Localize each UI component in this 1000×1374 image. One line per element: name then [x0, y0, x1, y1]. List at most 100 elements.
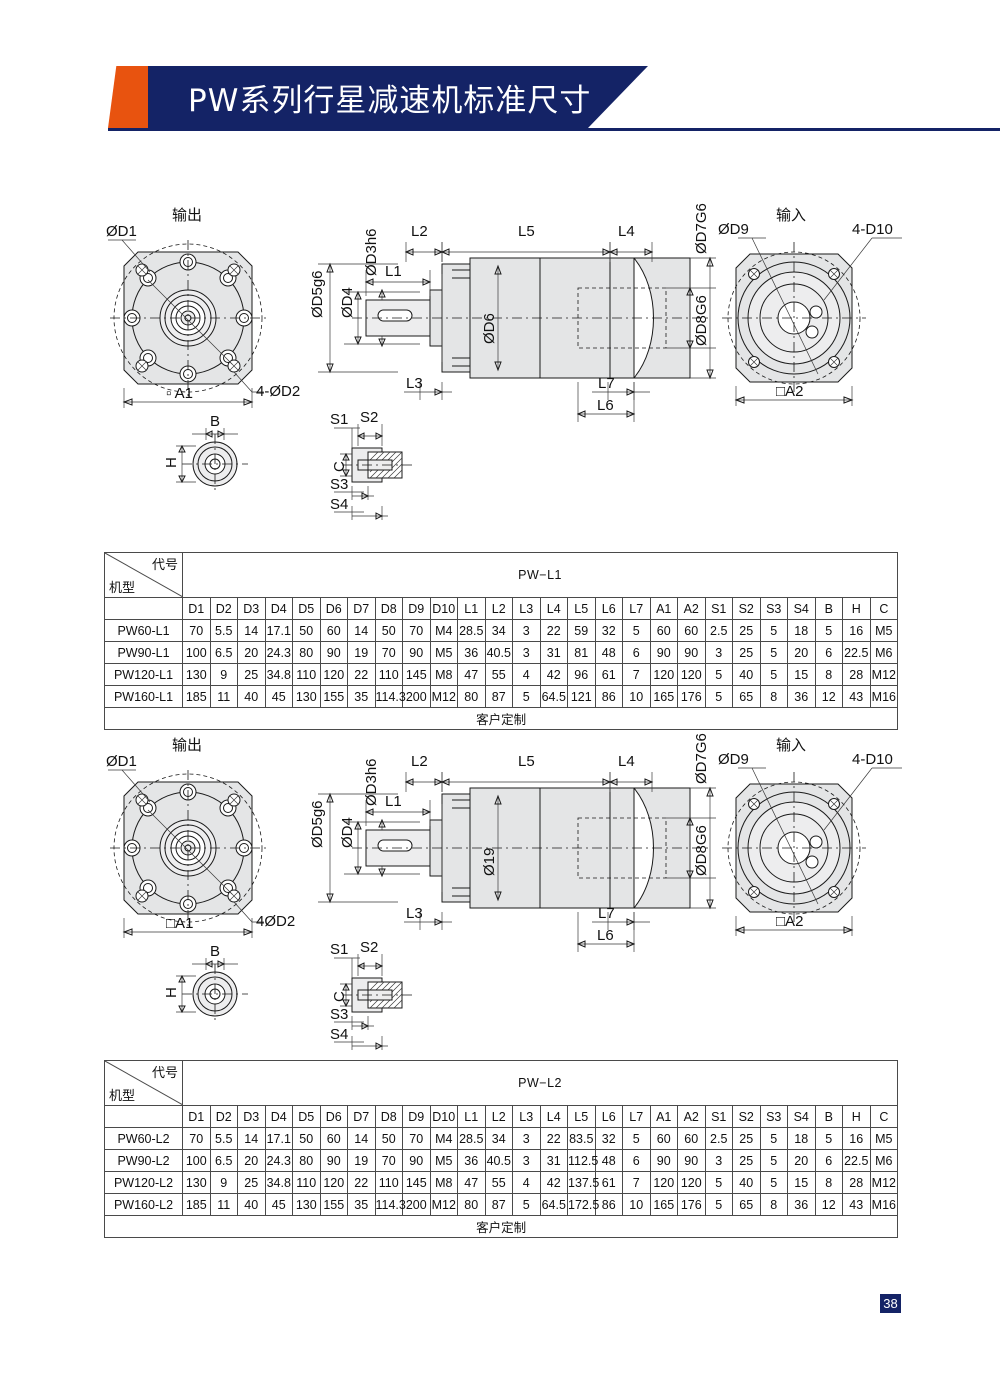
label-h: H [163, 987, 180, 998]
custom-made-note: 客户定制 [103, 1215, 899, 1238]
dimension-value: 130 [182, 1171, 211, 1194]
label-od6: ØD6 [481, 313, 498, 344]
dimension-value: 40 [732, 663, 761, 686]
label-od3h6: ØD3h6 [363, 758, 380, 806]
dimension-value: M16 [869, 1193, 899, 1216]
dimension-value: M5 [429, 641, 458, 664]
dimension-value: 64.5 [539, 685, 568, 708]
dimension-value: 155 [319, 1193, 348, 1216]
label-l2: L2 [411, 223, 428, 240]
dimension-value: 80 [292, 641, 321, 664]
dimension-value: 120 [677, 663, 706, 686]
dimension-value: 165 [649, 1193, 678, 1216]
dimension-value: 6 [622, 641, 651, 664]
header-banner: PW系列行星减速机标准尺寸 [148, 66, 648, 128]
dimension-value: 5 [759, 1149, 788, 1172]
label-od8g6: ØD8G6 [693, 295, 710, 346]
column-header: D3 [237, 597, 266, 620]
column-header: D7 [347, 1105, 376, 1128]
dimension-value: 14 [347, 1127, 376, 1150]
label-4-od2: 4-ØD2 [256, 383, 300, 400]
dimension-value: 6 [622, 1149, 651, 1172]
label-4-d10: 4-D10 [852, 221, 893, 238]
dimension-value: M6 [869, 641, 899, 664]
dimension-value: 70 [374, 641, 403, 664]
dimension-value: 6 [814, 641, 843, 664]
output-label: 输出 [172, 206, 202, 224]
column-header: L2 [484, 597, 513, 620]
column-header: B [814, 597, 843, 620]
dimension-value: 5 [759, 619, 788, 642]
column-header: D3 [237, 1105, 266, 1128]
dimension-value: 34 [484, 1127, 513, 1150]
column-header: C [869, 597, 899, 620]
column-header: C [869, 1105, 899, 1128]
column-header: D2 [209, 1105, 238, 1128]
label-s3: S3 [330, 476, 348, 493]
dimension-value: 5 [759, 1171, 788, 1194]
corner-label-model: 机型 [109, 581, 136, 596]
dimension-value: 25 [732, 619, 761, 642]
dimension-value: 60 [677, 619, 706, 642]
dimension-value: 22.5 [842, 641, 871, 664]
column-header: A2 [677, 1105, 706, 1128]
dimension-value: 19 [347, 1149, 376, 1172]
dimension-value: 40 [237, 1193, 266, 1216]
corner-label-code: 代号 [151, 558, 178, 573]
dimension-value: 114.3 [374, 1193, 406, 1216]
corner-label-code: 代号 [151, 1066, 178, 1081]
dimension-value: 130 [292, 685, 321, 708]
label-s2: S2 [360, 939, 378, 956]
dimension-value: 5 [704, 663, 733, 686]
label-4od2: 4ØD2 [256, 913, 295, 930]
dimension-value: 20 [787, 1149, 816, 1172]
section-view-l1: ØD5g6 ØD4 ØD3h6 [309, 203, 716, 422]
dimension-value: 36 [457, 641, 486, 664]
dimension-value: 5 [814, 619, 843, 642]
dimension-value: 200 [402, 685, 431, 708]
column-header: S1 [704, 1105, 733, 1128]
model-name: PW60-L1 [104, 619, 183, 642]
dimension-value: 24.3 [264, 1149, 293, 1172]
dimension-value: 70 [374, 1149, 403, 1172]
column-header: S2 [732, 1105, 761, 1128]
dimension-value: 43 [842, 685, 871, 708]
column-header: D2 [209, 597, 238, 620]
header-rule [108, 128, 1000, 131]
dimension-value: 20 [787, 641, 816, 664]
label-l7: L7 [598, 905, 615, 922]
dimension-value: 200 [402, 1193, 431, 1216]
dimension-value: 36 [457, 1149, 486, 1172]
label-l6: L6 [597, 927, 614, 944]
dimension-value: 6.5 [209, 641, 238, 664]
dimension-value: 31 [539, 641, 568, 664]
dimension-value: 40.5 [484, 1149, 513, 1172]
dimension-value: 120 [649, 1171, 678, 1194]
dimension-value: 4 [512, 1171, 541, 1194]
dimension-value: 5 [512, 1193, 541, 1216]
dimension-value: 17.1 [264, 619, 293, 642]
dimension-value: 60 [649, 619, 678, 642]
dimension-value: 176 [677, 1193, 706, 1216]
corner-holes-rear [748, 268, 840, 368]
rear-view-l2: 输入 ØD9 4-D10 [718, 736, 902, 936]
label-l2: L2 [411, 753, 428, 770]
dimension-value: 70 [402, 619, 431, 642]
label-a1: ▫ A1 [166, 385, 193, 402]
column-header: L5 [567, 597, 596, 620]
dimension-value: 120 [677, 1171, 706, 1194]
dimension-value: 34.8 [264, 1171, 293, 1194]
dimension-value: 50 [374, 1127, 403, 1150]
column-header: D6 [319, 1105, 348, 1128]
dimension-value: 137.5 [567, 1171, 599, 1194]
dimension-value: 90 [402, 1149, 431, 1172]
column-header: D8 [374, 1105, 403, 1128]
